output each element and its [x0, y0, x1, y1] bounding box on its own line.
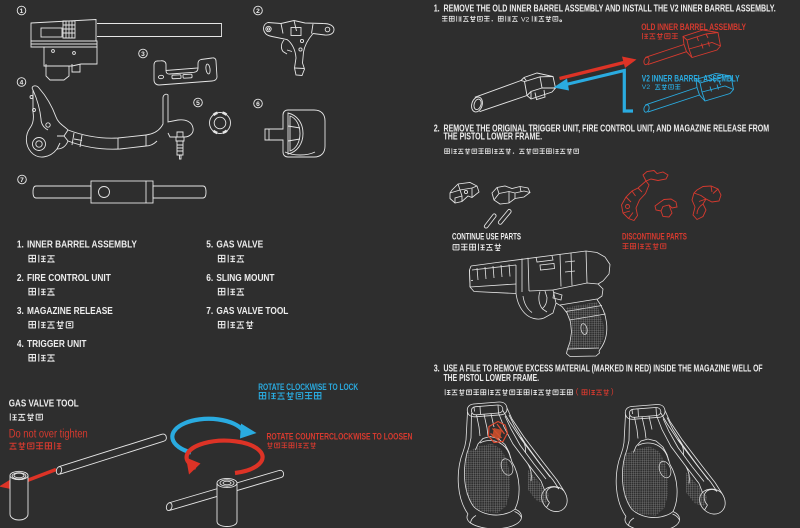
svg-text:V2: V2: [521, 16, 530, 23]
svg-text:GAS VALVE TOOL: GAS VALVE TOOL: [216, 305, 288, 316]
svg-text:REMOVE THE OLD INNER BARREL AS: REMOVE THE OLD INNER BARREL ASSEMBLY AND…: [444, 3, 776, 14]
svg-text:USE A FILE TO REMOVE EXCESS MA: USE A FILE TO REMOVE EXCESS MATERIAL (MA…: [444, 362, 763, 374]
svg-text:2.: 2.: [434, 122, 440, 133]
svg-text:ROTATE COUNTERCLOCKWISE TO LOO: ROTATE COUNTERCLOCKWISE TO LOOSEN: [267, 430, 413, 442]
svg-text:3: 3: [141, 51, 145, 58]
svg-text:): ): [611, 387, 614, 396]
svg-text:2.: 2.: [17, 272, 24, 283]
svg-text:1.: 1.: [434, 3, 440, 14]
svg-text:THE PISTOL LOWER FRAME.: THE PISTOL LOWER FRAME.: [444, 372, 540, 384]
svg-text:6: 6: [256, 101, 260, 108]
svg-text:SLING MOUNT: SLING MOUNT: [216, 272, 274, 283]
svg-text:2: 2: [256, 8, 260, 15]
svg-text:5: 5: [196, 100, 200, 107]
svg-text:7: 7: [20, 177, 24, 184]
svg-text:1: 1: [20, 8, 24, 15]
svg-text:V2 INNER BARREL ASSEMBLY: V2 INNER BARREL ASSEMBLY: [642, 73, 740, 83]
svg-text:MAGAZINE RELEASE: MAGAZINE RELEASE: [27, 305, 113, 316]
svg-text:3.: 3.: [17, 305, 24, 316]
svg-text:DISCONTINUE PARTS: DISCONTINUE PARTS: [622, 231, 687, 241]
svg-text:CONTINUE USE PARTS: CONTINUE USE PARTS: [452, 231, 521, 241]
svg-text:GAS VALVE: GAS VALVE: [216, 239, 263, 250]
svg-text:6.: 6.: [206, 272, 213, 283]
svg-text:3.: 3.: [434, 363, 440, 374]
svg-text:4.: 4.: [17, 338, 24, 349]
svg-text:V2: V2: [642, 84, 651, 91]
svg-text:TRIGGER UNIT: TRIGGER UNIT: [27, 338, 87, 349]
svg-text:1.: 1.: [17, 239, 24, 250]
svg-text:THE PISTOL LOWER FRAME.: THE PISTOL LOWER FRAME.: [444, 130, 543, 141]
svg-text:7.: 7.: [206, 305, 213, 316]
svg-text:OLD INNER BARREL ASSEMBLY: OLD INNER BARREL ASSEMBLY: [641, 22, 746, 32]
svg-text:Do not over tighten: Do not over tighten: [9, 428, 88, 441]
svg-text:REMOVE THE ORIGINAL TRIGGER UN: REMOVE THE ORIGINAL TRIGGER UNIT, FIRE C…: [444, 122, 770, 133]
svg-text:4: 4: [20, 79, 24, 86]
svg-text:5.: 5.: [206, 239, 213, 250]
svg-text:(: (: [576, 387, 579, 396]
svg-text:FIRE CONTROL UNIT: FIRE CONTROL UNIT: [27, 272, 111, 283]
svg-text:GAS VALVE TOOL: GAS VALVE TOOL: [9, 398, 79, 409]
svg-text:INNER BARREL ASSEMBLY: INNER BARREL ASSEMBLY: [27, 239, 137, 250]
svg-text:ROTATE CLOCKWISE TO LOCK: ROTATE CLOCKWISE TO LOCK: [258, 382, 358, 392]
